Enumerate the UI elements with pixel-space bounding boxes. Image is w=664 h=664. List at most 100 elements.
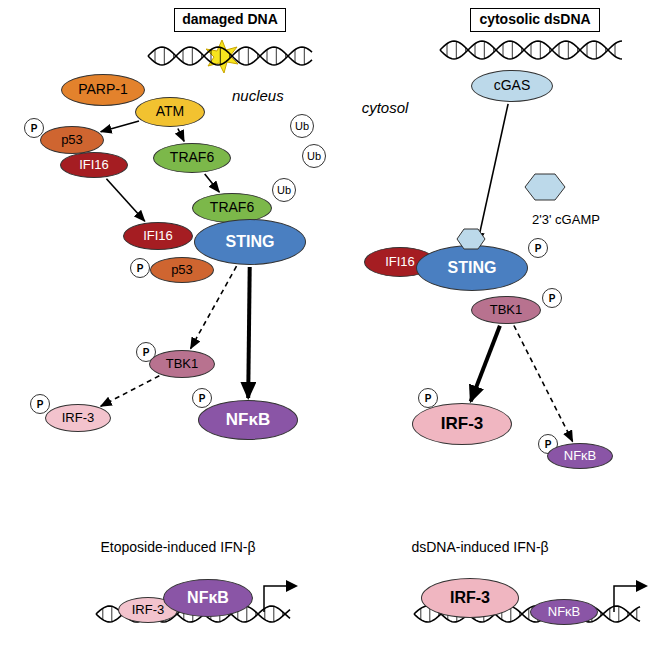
dna-rung [183, 50, 184, 63]
dna-rung [519, 612, 520, 616]
dna-rung [201, 54, 202, 59]
protein-oval: STING [416, 245, 528, 291]
arrow [478, 104, 509, 243]
protein-oval: ATM [135, 97, 205, 127]
dna-rung [568, 41, 569, 58]
protein-oval: IFI16 [60, 152, 128, 178]
dna-rung [273, 606, 274, 621]
ubiquitin-circle: Ub [290, 114, 314, 138]
region-label: cytosol [362, 100, 409, 117]
thick-arrow [248, 267, 250, 398]
protein-label: NFκB [548, 605, 581, 619]
dna-rung [267, 50, 268, 63]
protein-label: NFκB [226, 411, 270, 430]
dna-rung [255, 612, 256, 616]
protein-label: p53 [61, 133, 83, 147]
protein-label: IRF-3 [441, 415, 484, 434]
dna-rung [211, 50, 212, 63]
caption-label: Etoposide-induced IFN-β [100, 540, 255, 555]
dna-rung [465, 48, 466, 53]
circle-label: P [31, 123, 38, 134]
protein-label: ATM [156, 104, 185, 119]
protein-label: IFI16 [385, 255, 415, 269]
protein-label: STING [226, 233, 275, 251]
circle-label: Ub [295, 120, 309, 132]
dna-rung [264, 608, 265, 619]
dna-strand [148, 47, 312, 65]
protein-oval: TBK1 [471, 296, 541, 324]
protein-oval: STING [194, 219, 306, 265]
title-box: damaged DNA [174, 8, 286, 32]
dna-rung [475, 44, 476, 57]
dna-rung [173, 54, 174, 59]
dna-rung [577, 48, 578, 53]
dna-rung [503, 44, 504, 57]
dna-rung [587, 44, 588, 57]
circle-label: P [549, 293, 556, 304]
dna-rung [549, 48, 550, 53]
protein-label: IFI16 [79, 158, 109, 172]
dna-rung [456, 41, 457, 58]
caption-label: dsDNA-induced IFN-β [411, 540, 548, 555]
dna-strand [148, 47, 312, 65]
arrow [101, 121, 139, 132]
phospho-circle: P [192, 388, 212, 408]
circle-label: P [425, 393, 432, 404]
dna-rung [531, 44, 532, 57]
ubiquitin-circle: Ub [302, 144, 326, 168]
dna-rung [521, 48, 522, 53]
dna-rung [248, 47, 249, 64]
dna-rung [605, 48, 606, 53]
protein-oval: IRF-3 [45, 404, 111, 432]
dna-rung [627, 612, 628, 616]
protein-label: TBK1 [490, 303, 523, 317]
dna-rung [304, 47, 305, 64]
dna-rung [295, 50, 296, 63]
protein-oval: cGAS [471, 70, 553, 102]
protein-label: TRAF6 [170, 150, 214, 165]
protein-oval: p53 [40, 126, 104, 154]
protein-label: PARP-1 [78, 82, 128, 97]
molecule-label: 2'3' cGAMP [532, 213, 600, 227]
title-box: cytosolic dsDNA [470, 8, 600, 32]
dna-rung [493, 48, 494, 53]
dna-rung [559, 44, 560, 57]
circle-label: P [37, 399, 44, 410]
dna-rung [111, 606, 112, 621]
dna-rung [600, 612, 601, 616]
cgamp-hexagon [525, 174, 565, 200]
arrow [205, 174, 220, 192]
region-label: nucleus [232, 88, 284, 105]
dna-rung [285, 54, 286, 59]
dna-strand [440, 41, 622, 59]
circle-label: Ub [277, 184, 291, 196]
protein-oval: IRF-3 [421, 578, 519, 618]
cgamp-hexagon [457, 229, 485, 249]
dna-rung [420, 608, 421, 619]
circle-label: P [143, 347, 150, 358]
protein-label: cGAS [494, 78, 531, 93]
protein-label: damaged DNA [182, 12, 278, 27]
protein-oval: IFI16 [123, 222, 193, 250]
dna-rung [155, 50, 156, 63]
dna-rung [447, 44, 448, 57]
protein-label: p53 [171, 263, 193, 277]
dna-rung [512, 41, 513, 58]
protein-label: TBK1 [166, 357, 199, 371]
ubiquitin-circle: Ub [272, 178, 296, 202]
protein-oval: NFκB [530, 599, 598, 625]
protein-oval: TBK1 [149, 350, 215, 378]
dashed-arrow [101, 376, 160, 406]
protein-label: IRF-3 [132, 603, 165, 617]
protein-oval: IRF-3 [412, 403, 512, 445]
protein-oval: PARP-1 [61, 74, 145, 106]
dna-rung [540, 41, 541, 58]
phospho-circle: P [528, 238, 548, 258]
phospho-circle: P [30, 394, 50, 414]
phospho-circle: P [130, 258, 150, 278]
protein-oval: TRAF6 [153, 143, 231, 173]
protein-oval: NFκB [547, 443, 613, 469]
dna-rung [596, 41, 597, 58]
protein-label: IRF-3 [62, 411, 95, 425]
